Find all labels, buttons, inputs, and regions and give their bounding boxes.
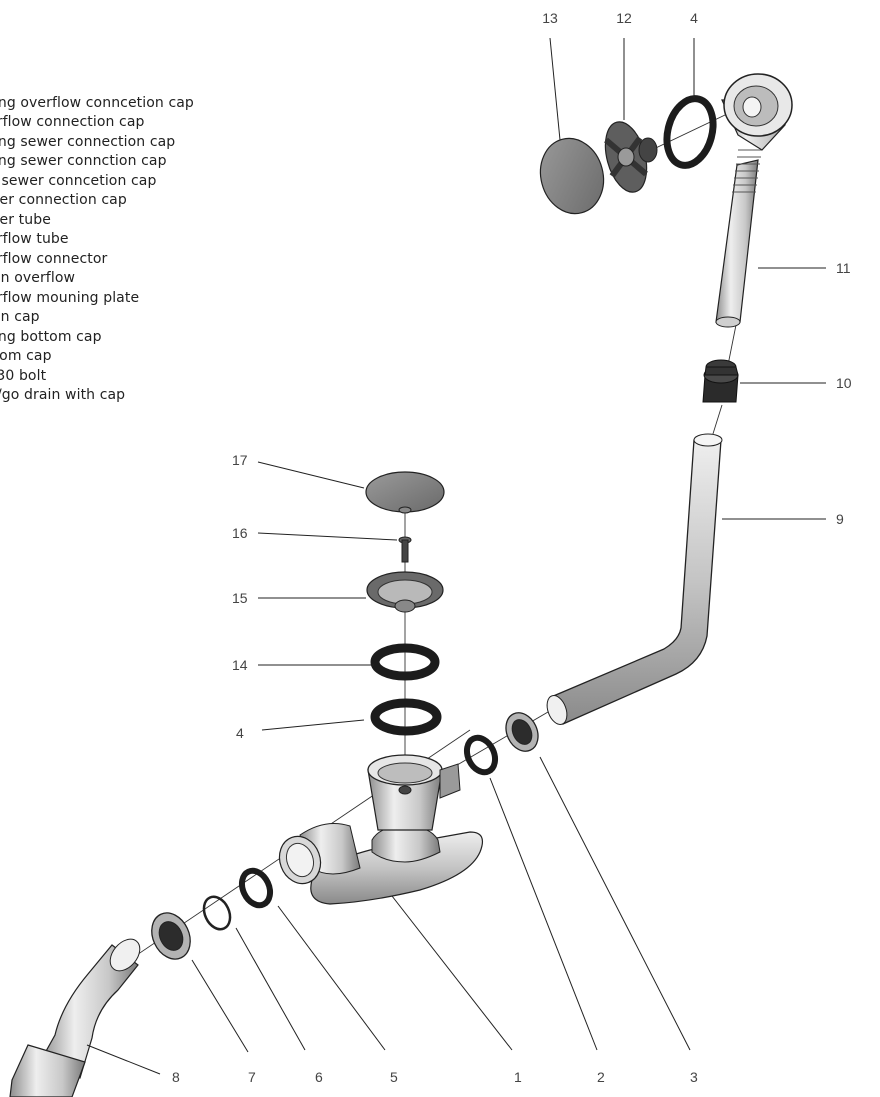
callout-13: 13 [542, 10, 558, 26]
legend-item: ring bottom cap [0, 328, 102, 345]
legend-item: ain cap [0, 309, 40, 325]
part-1-drain-body [278, 754, 483, 905]
legend-item: ain overflow [0, 270, 76, 286]
callout-3: 3 [690, 1069, 698, 1085]
callout-4-top: 4 [690, 10, 698, 26]
callout-14: 14 [232, 657, 248, 673]
legend-item: erflow tube [0, 231, 69, 247]
part-17-drain-cap [365, 471, 445, 514]
legend-item: ttom cap [0, 348, 52, 364]
legend-item: erflow connector [0, 250, 108, 267]
callout-numbers: 13 12 4 11 10 9 17 16 15 14 4 8 7 6 5 1 … [172, 10, 852, 1085]
callout-10: 10 [836, 375, 852, 391]
legend-item: g sewer conncetion cap [0, 172, 157, 189]
legend-item: erflow mouning plate [0, 289, 140, 306]
part-10-overflow-connector [702, 359, 739, 403]
part-11-drain-overflow [715, 73, 793, 328]
callout-8: 8 [172, 1069, 180, 1085]
part-3-nut [505, 712, 539, 752]
callout-6: 6 [315, 1069, 323, 1085]
part-9-overflow-tube [546, 433, 723, 725]
callout-9: 9 [836, 511, 844, 527]
legend-item: wer tube [0, 211, 51, 228]
legend-item: p/go drain with cap [0, 387, 126, 403]
part-8-sewer-tube [9, 938, 141, 1097]
part-16-bolt [398, 536, 412, 563]
part-4-gasket-top [663, 95, 717, 169]
callout-5: 5 [390, 1069, 398, 1085]
legend-item: wer connection cap [0, 192, 127, 208]
legend-item: ring overflow conncetion cap [0, 94, 194, 111]
part-7-nut [151, 912, 191, 960]
part-6-o-ring [202, 895, 232, 931]
legend-item: ring sewer connction cap [0, 153, 167, 169]
part-2-gasket [463, 734, 499, 776]
callout-7: 7 [248, 1069, 256, 1085]
part-13-overflow-cap [539, 137, 605, 215]
leader-lines [86, 37, 826, 1075]
part-4-gasket-left [370, 698, 442, 736]
part-14-gasket [370, 643, 440, 681]
callout-4-left: 4 [236, 725, 244, 741]
part-5-gasket [238, 867, 274, 909]
callout-12: 12 [616, 10, 632, 26]
legend-item: ring sewer connection cap [0, 133, 176, 150]
callout-17: 17 [232, 452, 248, 468]
callout-11: 11 [836, 260, 851, 276]
legend-item: erflow connection cap [0, 114, 145, 130]
part-15-bottom-cap [366, 571, 444, 613]
callout-15: 15 [232, 590, 248, 606]
legend-item: x30 bolt [0, 367, 47, 384]
callout-16: 16 [232, 525, 248, 541]
parts-legend: p ring overflow conncetion cap erflow co… [0, 74, 194, 406]
callout-2: 2 [597, 1069, 605, 1085]
callout-1: 1 [514, 1069, 522, 1085]
part-12-connection-plate [604, 121, 658, 193]
